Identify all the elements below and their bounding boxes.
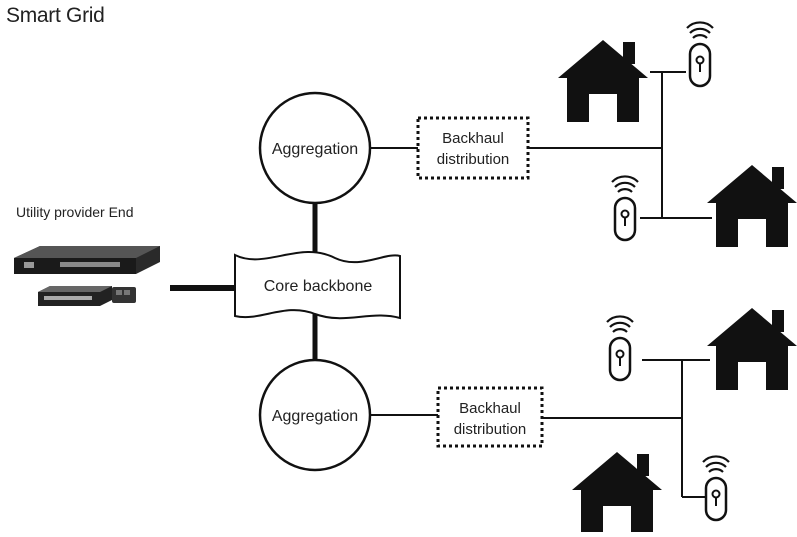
backhaul-box-bottom: Backhaul distribution	[436, 386, 544, 448]
house-icon	[707, 308, 797, 390]
core-backbone-node: Core backbone	[234, 251, 401, 320]
backhaul-label-line1: Backhaul	[459, 400, 521, 417]
house-icon	[558, 40, 648, 122]
backhaul-label-line1: Backhaul	[442, 130, 504, 147]
aggregation-node-bottom: Aggregation	[258, 358, 372, 472]
page-title: Smart Grid	[6, 4, 105, 27]
smart-meter-icon	[685, 21, 715, 88]
aggregation-label: Aggregation	[272, 141, 358, 158]
backhaul-box-top: Backhaul distribution	[416, 116, 530, 180]
network-equipment-icon	[14, 246, 160, 306]
core-backbone-label: Core backbone	[264, 278, 373, 295]
smart-meter-icon	[605, 315, 635, 382]
aggregation-label: Aggregation	[272, 408, 358, 425]
aggregation-node-top: Aggregation	[258, 91, 372, 205]
smart-meter-icon	[610, 175, 640, 242]
backhaul-label-line2: distribution	[454, 421, 527, 438]
house-icon	[572, 452, 662, 534]
backhaul-label-line2: distribution	[437, 151, 510, 168]
utility-provider-label: Utility provider End	[16, 204, 134, 220]
house-icon	[707, 165, 797, 247]
connection-lines	[170, 71, 712, 498]
smart-meter-icon	[701, 455, 731, 522]
